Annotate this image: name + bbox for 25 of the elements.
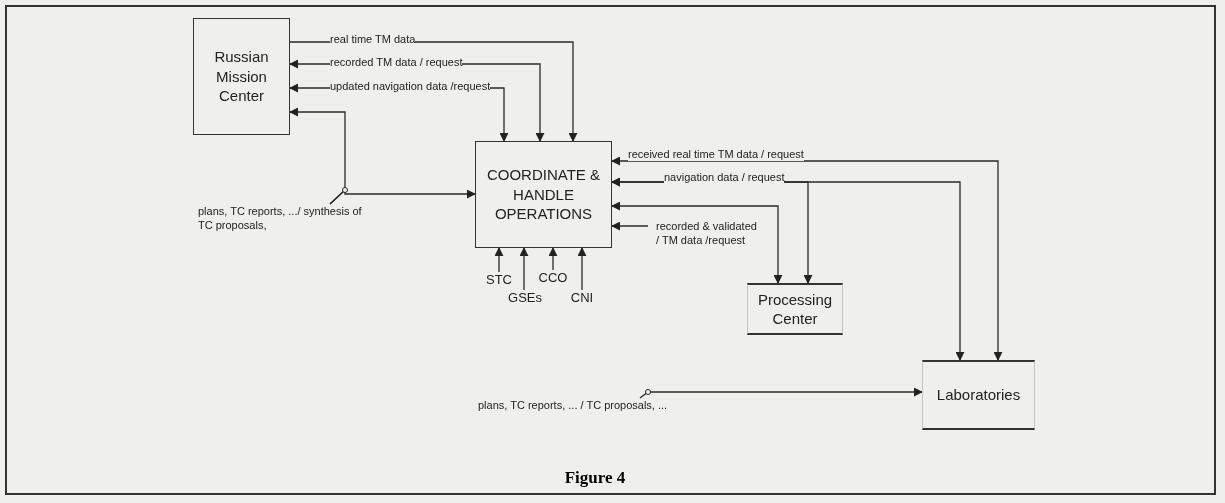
- arrow: [611, 221, 649, 231]
- source-label: CNI: [566, 290, 598, 306]
- arrow: [611, 201, 783, 284]
- source-label: STC: [482, 272, 516, 288]
- edge-label: received real time TM data / request: [628, 147, 804, 162]
- store-box: Processing Center: [747, 283, 843, 335]
- source-label: CCO: [536, 270, 570, 286]
- arrow: [611, 156, 1003, 361]
- process-box: Russian Mission Center: [193, 18, 290, 135]
- edge-label: updated navigation data /request: [330, 79, 491, 94]
- edge-label: recorded & validated / TM data /request: [656, 219, 760, 248]
- figure-caption: Figure 4: [563, 468, 627, 488]
- arrow: [494, 247, 504, 273]
- process-box: COORDINATE & HANDLE OPERATIONS: [475, 141, 612, 248]
- arrow: [548, 247, 558, 271]
- arrow: [639, 387, 923, 399]
- store-box: Laboratories: [922, 360, 1035, 430]
- arrow: [577, 247, 587, 291]
- annotation-text: plans, TC reports, ... / TC proposals, ...: [478, 398, 728, 414]
- annotation-text: plans, TC reports, .../ synthesis of TC proposals,: [198, 204, 373, 234]
- arrow: [329, 188, 476, 205]
- arrow: [519, 247, 529, 291]
- edge-label: navigation data / request: [664, 170, 785, 185]
- source-label: GSEs: [506, 290, 544, 306]
- edge-label: recorded TM data / request: [330, 55, 463, 70]
